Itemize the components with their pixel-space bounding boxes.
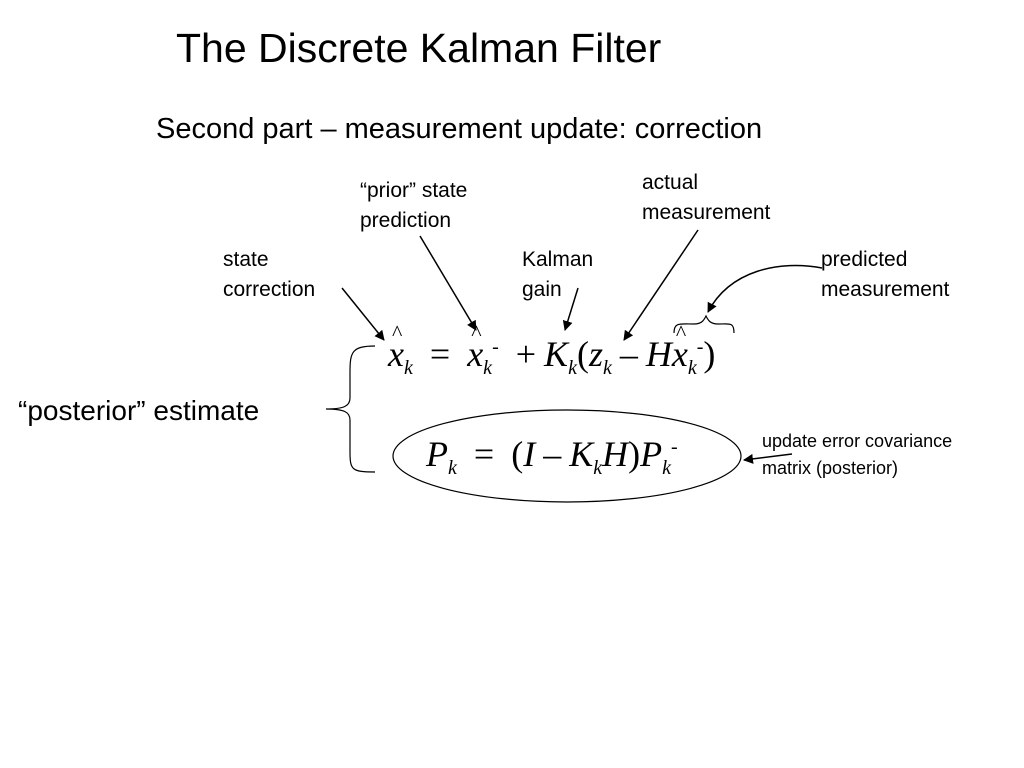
eq1-gain: K bbox=[544, 334, 569, 374]
arrow-prior-state-prediction bbox=[419, 235, 477, 331]
eq2-identity: I bbox=[523, 434, 536, 474]
eq1-pred-xhat: x bbox=[672, 322, 688, 372]
label-kalman-gain: Kalman gain bbox=[522, 245, 593, 305]
eq2-gain: K bbox=[569, 434, 594, 474]
covariance-update-equation: Pk = (I–KkH)Pk- bbox=[426, 436, 678, 478]
label-kalman-gain-line2: gain bbox=[522, 278, 562, 301]
label-kalman-gain-line1: Kalman bbox=[522, 248, 594, 271]
eq1-close-paren: ) bbox=[703, 334, 716, 374]
arrow-actual-measurement bbox=[623, 229, 699, 341]
label-state-correction-line1: state bbox=[223, 248, 269, 271]
eq2-minus: – bbox=[543, 434, 562, 474]
label-predicted-measurement: predicted measurement bbox=[821, 245, 949, 305]
eq2-equals: = bbox=[473, 434, 495, 474]
eq1-plus: + bbox=[515, 334, 537, 374]
label-actual-measurement: actual measurement bbox=[642, 168, 770, 228]
eq1-prior-subscript: k bbox=[483, 357, 493, 380]
eq2-prior-subscript: k bbox=[662, 457, 671, 480]
eq1-prior-xhat: x bbox=[467, 322, 483, 372]
eq2-h: H bbox=[602, 434, 629, 474]
eq1-pred-subscript: k bbox=[687, 357, 697, 380]
state-update-equation: xk = xk- +Kk(zk–Hxk-) bbox=[388, 322, 716, 380]
eq1-equals: = bbox=[429, 334, 451, 374]
slide-subtitle: Second part – measurement update: correc… bbox=[156, 113, 763, 145]
posterior-brace bbox=[325, 345, 376, 473]
arrow-update-error-covariance bbox=[743, 453, 793, 464]
arrow-state-correction bbox=[341, 287, 385, 341]
label-update-error-covariance-line1: update error covariance bbox=[762, 431, 953, 451]
eq2-prior-p: P bbox=[640, 434, 663, 474]
label-prior-state-prediction: “prior” state prediction bbox=[360, 176, 467, 236]
covariance-ellipse bbox=[392, 409, 742, 503]
eq1-lhs-subscript: k bbox=[403, 357, 413, 380]
eq1-measurement: z bbox=[588, 334, 603, 374]
eq2-lhs-p: P bbox=[426, 434, 448, 474]
eq1-prior-superscript: - bbox=[492, 336, 499, 358]
predicted-measurement-brace bbox=[673, 314, 735, 334]
label-update-error-covariance-line2: matrix (posterior) bbox=[762, 458, 899, 478]
label-state-correction-line2: correction bbox=[223, 278, 316, 301]
label-prior-state-prediction-line2: prediction bbox=[360, 209, 452, 232]
eq1-gain-subscript: k bbox=[568, 357, 577, 380]
eq2-prior-superscript: - bbox=[671, 436, 678, 458]
eq2-close-paren: ) bbox=[628, 434, 641, 474]
eq1-open-paren: ( bbox=[576, 334, 589, 374]
label-update-error-covariance: update error covariance matrix (posterio… bbox=[762, 428, 952, 482]
label-predicted-measurement-line2: measurement bbox=[821, 278, 950, 301]
eq2-gain-subscript: k bbox=[593, 457, 603, 480]
eq2-lhs-subscript: k bbox=[448, 457, 457, 480]
eq1-minus: – bbox=[619, 334, 638, 374]
eq1-lhs-xhat: x bbox=[388, 322, 404, 372]
label-predicted-measurement-line1: predicted bbox=[821, 248, 908, 271]
label-prior-state-prediction-line1: “prior” state bbox=[360, 179, 468, 202]
eq2-open-paren: ( bbox=[511, 434, 524, 474]
slide-title: The Discrete Kalman Filter bbox=[176, 25, 662, 71]
arrow-predicted-measurement bbox=[707, 264, 823, 313]
arrow-kalman-gain bbox=[562, 287, 579, 331]
eq1-measurement-subscript: k bbox=[602, 357, 612, 380]
eq1-h: H bbox=[645, 334, 672, 374]
label-actual-measurement-line2: measurement bbox=[642, 201, 771, 224]
label-posterior-estimate: “posterior” estimate bbox=[18, 395, 260, 426]
label-actual-measurement-line1: actual bbox=[642, 171, 699, 194]
label-state-correction: state correction bbox=[223, 245, 315, 305]
eq1-pred-superscript: - bbox=[696, 336, 704, 358]
